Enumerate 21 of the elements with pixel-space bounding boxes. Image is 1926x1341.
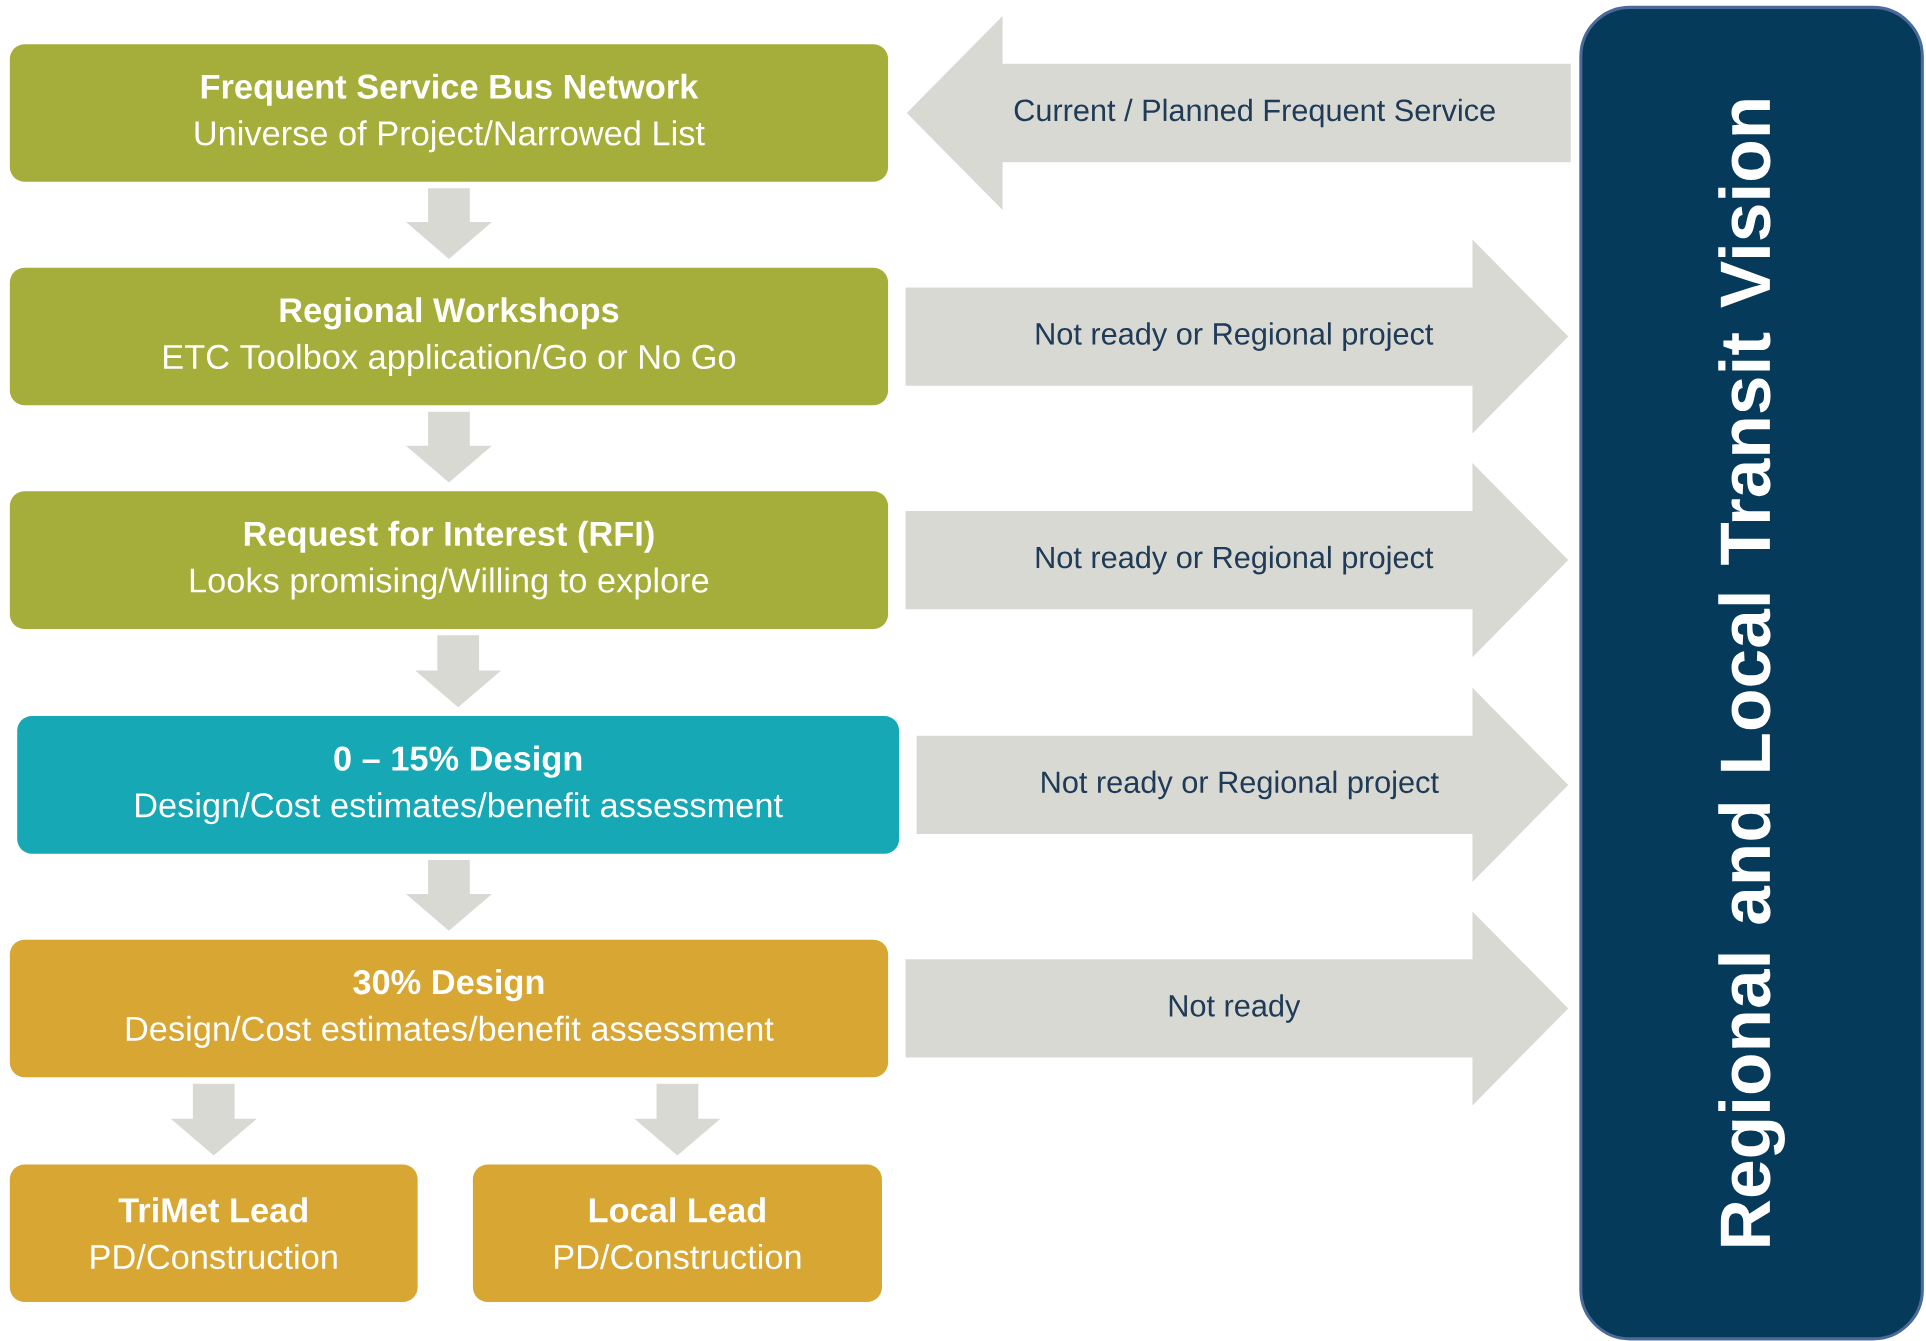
process-box: Local Lead PD/Construction [472,1164,882,1302]
block-arrow [170,1083,257,1156]
edge-label: Not ready or Regional project [1037,767,1442,802]
block-arrow [415,635,502,708]
vision-panel [1579,5,1924,1341]
block-arrow [634,1083,721,1156]
block-arrow [405,411,492,483]
block-arrow [405,188,492,259]
process-box: Request for Interest (RFI) Looks promising/Willing to explore [9,491,889,629]
edge-label: Current / Planned Frequent Service [1010,96,1499,130]
block-arrow [405,859,492,931]
process-box: 30% Design Design/Cost estimates/benefit assessment [9,939,889,1078]
process-box: 0 – 15% Design Design/Cost estimates/benefit assessment [17,715,900,854]
process-box: Regional Workshops ETC Toolbox application/Go or No Go [9,267,889,406]
edge-label: Not ready [1164,991,1303,1026]
vertical-title: Regional and Local Transit Vision [1718,100,1785,1246]
block-arrow [905,911,1569,1106]
process-box: TriMet Lead PD/Construction [9,1164,418,1302]
edge-label: Not ready or Regional project [1031,543,1436,577]
edge-label: Not ready or Regional project [1031,319,1436,354]
process-box: Frequent Service Bus Network Universe of Project/Narrowed List [9,44,889,182]
